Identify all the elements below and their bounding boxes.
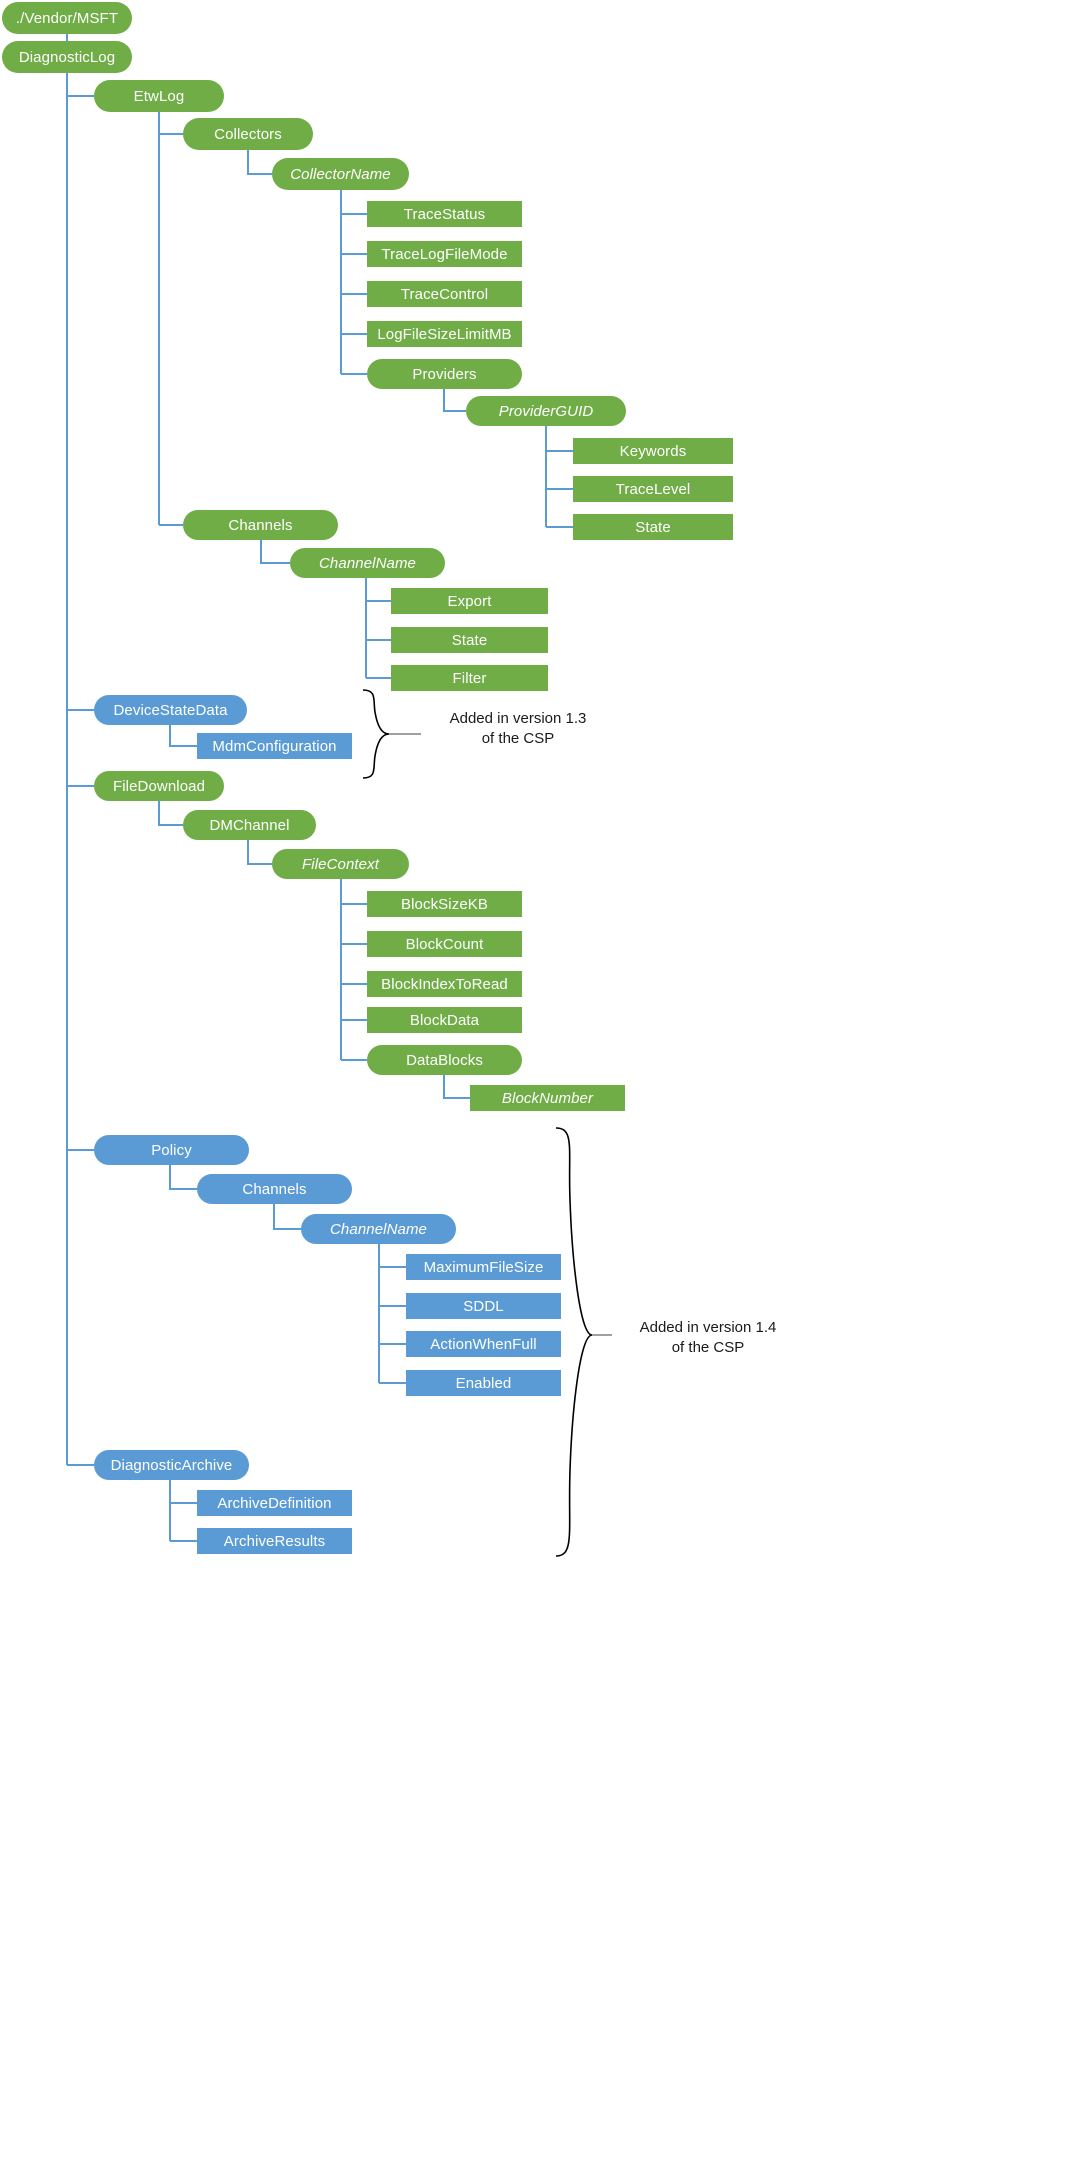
tree-node-label: DiagnosticLog <box>18 48 116 66</box>
tree-node-blocksizekb[interactable]: BlockSizeKB <box>367 891 522 917</box>
tree-node-label: DiagnosticArchive <box>110 1456 233 1474</box>
tree-node-archiveresults[interactable]: ArchiveResults <box>197 1528 352 1554</box>
tree-node-label: Channels <box>228 516 293 534</box>
tree-node-label: Policy <box>151 1141 192 1159</box>
tree-node-label: BlockSizeKB <box>401 895 488 913</box>
tree-node-etwlog[interactable]: EtwLog <box>94 80 224 112</box>
tree-node-pol-channels[interactable]: Channels <box>197 1174 352 1204</box>
tree-node-label: TraceLevel <box>615 480 691 498</box>
version-note-note-14: Added in version 1.4 of the CSP <box>639 1319 777 1357</box>
tree-node-collectorname[interactable]: CollectorName <box>272 158 409 190</box>
tree-node-policy[interactable]: Policy <box>94 1135 249 1165</box>
tree-node-archivedefinition[interactable]: ArchiveDefinition <box>197 1490 352 1516</box>
tree-node-blocknumber[interactable]: BlockNumber <box>470 1085 625 1111</box>
tree-node-label: ArchiveResults <box>223 1532 326 1550</box>
tree-node-label: State <box>635 518 671 536</box>
tree-node-ch-state[interactable]: State <box>391 627 548 653</box>
tree-node-providers[interactable]: Providers <box>367 359 522 389</box>
tree-node-label: ChannelName <box>330 1220 427 1238</box>
tree-node-label: LogFileSizeLimitMB <box>377 325 512 343</box>
tree-node-label: FileDownload <box>112 777 206 795</box>
tree-node-etw-channels[interactable]: Channels <box>183 510 338 540</box>
tree-node-label: MdmConfiguration <box>212 737 337 755</box>
tree-node-label: TraceStatus <box>403 205 486 223</box>
tree-node-label: MaximumFileSize <box>423 1258 544 1276</box>
tree-node-label: Export <box>447 592 492 610</box>
tree-node-label: BlockCount <box>405 935 484 953</box>
tree-node-etw-channelname[interactable]: ChannelName <box>290 548 445 578</box>
tree-node-blockindextoread[interactable]: BlockIndexToRead <box>367 971 522 997</box>
tree-node-label: FileContext <box>302 855 379 873</box>
tree-node-blockcount[interactable]: BlockCount <box>367 931 522 957</box>
tree-node-label: ChannelName <box>319 554 416 572</box>
tree-node-label: Filter <box>452 669 487 687</box>
version-note-note-13: Added in version 1.3 of the CSP <box>449 710 587 748</box>
tree-node-label: CollectorName <box>290 165 391 183</box>
tree-node-enabled[interactable]: Enabled <box>406 1370 561 1396</box>
tree-node-label: Enabled <box>455 1374 512 1392</box>
tree-node-label: BlockData <box>409 1011 480 1029</box>
tree-node-datablocks[interactable]: DataBlocks <box>367 1045 522 1075</box>
tree-node-label: DMChannel <box>209 816 290 834</box>
tree-node-label: ./Vendor/MSFT <box>15 9 119 27</box>
tree-node-mdmconfiguration[interactable]: MdmConfiguration <box>197 733 352 759</box>
tree-node-diagnosticarchive[interactable]: DiagnosticArchive <box>94 1450 249 1480</box>
tree-node-label: BlockIndexToRead <box>381 975 508 993</box>
tree-node-label: EtwLog <box>133 87 185 105</box>
tree-node-label: ActionWhenFull <box>430 1335 537 1353</box>
tree-node-tracelevel[interactable]: TraceLevel <box>573 476 733 502</box>
tree-node-tracelogfilemode[interactable]: TraceLogFileMode <box>367 241 522 267</box>
tree-node-label: Keywords <box>619 442 687 460</box>
tree-node-label: Channels <box>242 1180 307 1198</box>
tree-node-label: DataBlocks <box>406 1051 483 1069</box>
tree-node-label: SDDL <box>463 1297 504 1315</box>
tree-node-filecontext[interactable]: FileContext <box>272 849 409 879</box>
tree-node-logfilesizelimitmb[interactable]: LogFileSizeLimitMB <box>367 321 522 347</box>
tree-node-label: TraceControl <box>400 285 489 303</box>
tree-node-dmchannel[interactable]: DMChannel <box>183 810 316 840</box>
tree-node-collectors[interactable]: Collectors <box>183 118 313 150</box>
tree-node-filter[interactable]: Filter <box>391 665 548 691</box>
tree-node-providerguid[interactable]: ProviderGUID <box>466 396 626 426</box>
tree-node-label: TraceLogFileMode <box>381 245 508 263</box>
tree-node-label: ProviderGUID <box>498 402 594 420</box>
tree-node-pol-channelname[interactable]: ChannelName <box>301 1214 456 1244</box>
tree-node-tracecontrol[interactable]: TraceControl <box>367 281 522 307</box>
tree-node-export[interactable]: Export <box>391 588 548 614</box>
tree-node-label: BlockNumber <box>501 1089 594 1107</box>
tree-node-tracestatus[interactable]: TraceStatus <box>367 201 522 227</box>
tree-node-diagnosticlog[interactable]: DiagnosticLog <box>2 41 132 73</box>
tree-node-label: Collectors <box>214 125 282 143</box>
tree-node-label: ArchiveDefinition <box>217 1494 332 1512</box>
tree-node-label: State <box>451 631 488 649</box>
tree-node-label: DeviceStateData <box>113 701 228 719</box>
tree-node-sddl[interactable]: SDDL <box>406 1293 561 1319</box>
tree-node-devicestatedata[interactable]: DeviceStateData <box>94 695 247 725</box>
tree-node-label: Providers <box>412 365 477 383</box>
tree-node-blockdata[interactable]: BlockData <box>367 1007 522 1033</box>
tree-node-filedownload[interactable]: FileDownload <box>94 771 224 801</box>
tree-node-vendor[interactable]: ./Vendor/MSFT <box>2 2 132 34</box>
tree-node-maximumfilesize[interactable]: MaximumFileSize <box>406 1254 561 1280</box>
tree-node-actionwhenfull[interactable]: ActionWhenFull <box>406 1331 561 1357</box>
tree-node-keywords[interactable]: Keywords <box>573 438 733 464</box>
tree-node-etw-state[interactable]: State <box>573 514 733 540</box>
